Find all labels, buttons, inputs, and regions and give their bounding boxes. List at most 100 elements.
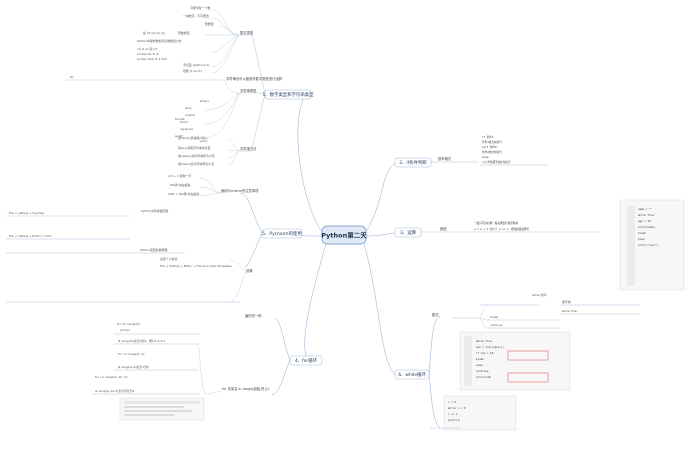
group-label: 赋值 [440, 226, 447, 231]
code-line: continue [476, 369, 489, 373]
group-label: 设置 [246, 268, 253, 273]
branch-for-loop[interactable]: 4、for循环 [289, 355, 323, 366]
group-if-format: 基本格式 if 条件1: 条件1成立时执行 elif 条件2: 条件2成立时执行… [431, 135, 548, 166]
leaf: 浮点型 (python2.x) [183, 62, 209, 67]
group-label: 基本格式 [438, 156, 452, 161]
branch-pycharm[interactable]: 5、Pycharm的使用 [261, 228, 303, 239]
code-line: print("over") [638, 243, 659, 247]
branch-operation[interactable]: 3、运算 [394, 227, 422, 238]
code-line: print(num) [476, 375, 492, 379]
leaf: 用len()获取字符串的长度 [178, 145, 211, 150]
leaf: format [175, 117, 186, 121]
code-line: else: [482, 155, 490, 159]
code-thumbnail-while: while True: num = int(input()) if num > … [459, 331, 571, 391]
leaf: File → setting → Editor → Font [9, 234, 52, 238]
leaf: # range(1,6)表示1到5 [118, 364, 149, 369]
leaf: split() [175, 134, 183, 138]
leaf: while True: [562, 309, 578, 313]
leaf: # range(1,10,2)表示步长为2 [95, 388, 135, 393]
code-line: while True: [638, 213, 655, 217]
branch-number-string-types[interactable]: 1、数字类型和字符串类型 [262, 89, 314, 100]
code-line: a = a + 1 等价于 a += 1，增强赋值运算符 [474, 227, 529, 231]
code-line: break [638, 231, 646, 235]
branch-label: 3、运算 [400, 229, 417, 236]
center-node[interactable]: Python第二天 [321, 225, 367, 245]
leaf: 用lower()将字符串转为小写 [178, 161, 214, 166]
code-line: print(name) [638, 225, 656, 229]
group-string-methods: 字符串方法 用input()获得用户输入 用len()获取字符串的长度 用upp… [178, 135, 257, 167]
group-label: 数字类型 [240, 30, 254, 35]
group-pycharm-setup: 使用Pycharm的注意事项 ctrl + d 复制一行 Tab键 向右缩进 S… [6, 173, 259, 254]
group-number-type: 数字类型 可能带有一个数 一串数字 · 不可更改 整数型 复数类型 如 int … [137, 5, 254, 74]
leaf: Shift + Tab键 向左缩进 [168, 191, 199, 196]
group-while-format: 格式 while 条件: 循环体 while True: break conti… [432, 292, 640, 329]
leaf: continue [490, 323, 503, 327]
code-line: age = 18 [638, 219, 651, 223]
code-line: if num > 10: [476, 351, 495, 355]
code-line: name = "" [638, 207, 652, 211]
code-line: 以上条件都不成立时执行 [482, 160, 511, 164]
code-line: i = 0 [448, 400, 456, 404]
code-line: 条件1成立时执行 [482, 140, 502, 144]
leaf: 一串数字 · 不可更改 [183, 13, 209, 18]
leaf: 用input()获得用户输入 [178, 135, 208, 140]
code-line: if 条件1: [482, 135, 495, 139]
leaf: for i in range(1, 10, 2): [95, 375, 128, 379]
group-label: 字符串方法 [240, 146, 257, 151]
code-line: print(i) [448, 418, 461, 422]
code-line: break [476, 357, 484, 361]
branch-label: 5、Pycharm的使用 [262, 230, 302, 237]
code-line: 一般只写在右侧一般右侧会有类型转换 [474, 221, 519, 225]
leaf: len() [185, 106, 192, 110]
group-string-type: 字符串也可以被用作数字类型进行运算 str 字符串类型 len() index(… [66, 75, 283, 143]
leaf: int (1,2) 和 int [137, 46, 158, 51]
leaf: for i in range(5): [117, 322, 141, 326]
leaf: # range(5)表示0到4，即0,1,2,3,4 [118, 338, 165, 343]
code-thumbnail-top-right: name = "" while True: age = 18 print(nam… [619, 199, 685, 291]
leaf: while 条件: [532, 292, 547, 297]
leaf: File → Setting → Editor → File and Code … [160, 264, 232, 268]
group-label: for 变量名 in range(起始,终止): [222, 386, 270, 391]
leaf: Python文件模板配置 [141, 208, 168, 213]
leaf: File → setting → Keymap [9, 211, 44, 215]
leaf: 循环体 [562, 299, 571, 304]
code-line: i += 1 [448, 412, 458, 416]
code-thumbnail-while-bottom: i = 0 while i < 5: i += 1 print(i) [443, 395, 517, 431]
leaf: print(i) [120, 328, 130, 332]
group-for-range: for 变量名 in range(起始,终止): # range(5)表示0到4… [92, 338, 270, 395]
group-label: 遍历的一种 [245, 313, 262, 318]
code-line: else: [476, 363, 484, 367]
group-label: 格式 [432, 312, 439, 317]
leaf: 可能带有一个数 [190, 5, 210, 10]
code-thumbnail-for [119, 397, 205, 421]
branch-if[interactable]: 2、if条件判断 [394, 157, 432, 168]
code-line: 条件2成立时执行 [482, 150, 502, 154]
leaf: 复数类型 [178, 30, 190, 35]
leaf: Tab键 向右缩进 [169, 182, 190, 187]
leaf: for i in range(1, 6): [118, 352, 145, 356]
branch-while-loop[interactable]: 6、while循环 [394, 369, 430, 380]
leaf: replace() [180, 127, 193, 131]
leaf: 字符串也可以被用作数字类型进行运算 [226, 76, 283, 81]
branch-label: 6、while循环 [398, 371, 426, 378]
leaf: break [490, 315, 499, 319]
leaf: join() [199, 139, 207, 143]
leaf: 如 int (a=0+1j) [143, 30, 165, 35]
leaf: str [70, 75, 75, 79]
leaf: find() [180, 120, 188, 124]
group-assignment: 赋值 一般只写在右侧一般右侧会有类型转换 a = a + 1 等价于 a += … [421, 221, 598, 233]
code-line: num = int(input()) [476, 345, 505, 349]
group-label: 使用Pycharm的注意事项 [221, 188, 259, 193]
group-label: 字符串类型 [240, 88, 257, 93]
branch-label: 2、if条件判断 [399, 159, 427, 166]
code-line: while i < 5: [448, 406, 467, 410]
leaf: 整数型 [205, 21, 214, 26]
branch-label: 1、数字类型和字符串类型 [262, 91, 314, 98]
leaf: ctrl + d 复制一行 [168, 173, 191, 178]
center-title: Python第二天 [321, 231, 367, 240]
leaf: Python中除整数和浮点数类型以外 [137, 38, 182, 43]
code-line: elif 条件2: [482, 145, 498, 149]
leaf: 复数 (1.0+3j) [183, 68, 202, 73]
code-line: else: [638, 237, 646, 241]
